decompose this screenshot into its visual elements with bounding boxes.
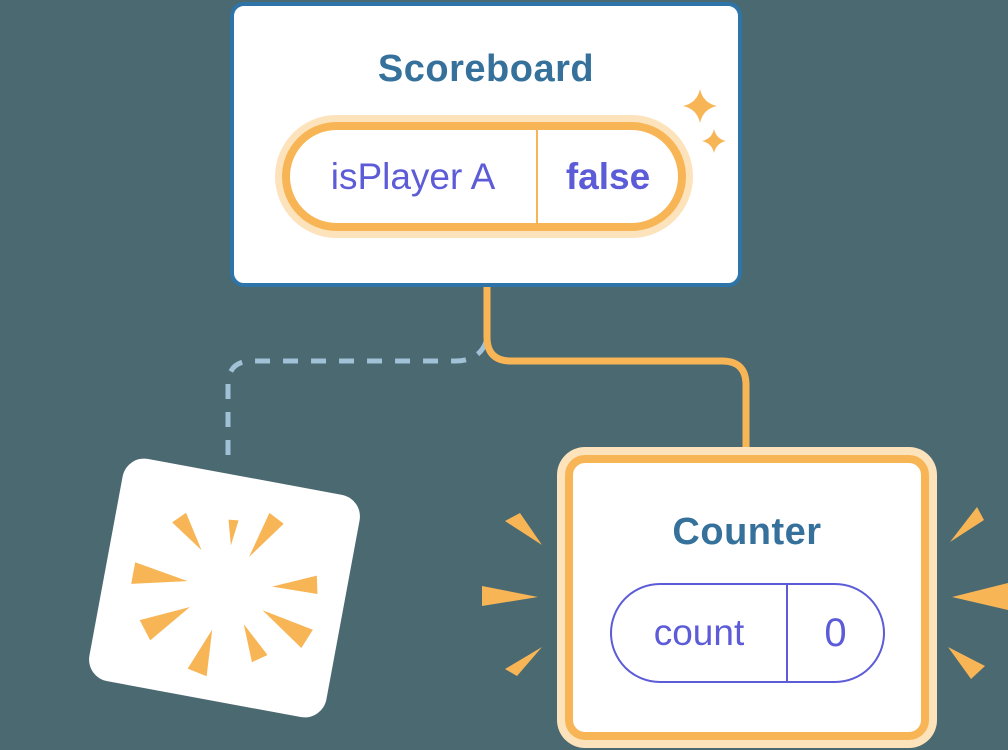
emphasis-spikes-left-icon <box>482 513 542 676</box>
pill-divider <box>786 585 788 681</box>
emphasis-spikes-right-icon <box>948 507 1008 679</box>
state-key-label: isPlayer A <box>330 155 496 197</box>
sparkles-icon <box>683 89 726 153</box>
state-value-label: 0 <box>824 610 847 655</box>
state-key-label: count <box>653 612 745 653</box>
dashed-connector-line <box>225 341 489 462</box>
counter-title: Counter <box>672 511 822 553</box>
state-value-label: false <box>565 155 651 197</box>
scoreboard-state-pill: isPlayer A false <box>282 122 686 231</box>
scoreboard-title: Scoreboard <box>377 48 595 90</box>
pill-divider <box>536 130 538 223</box>
destroyed-component-poof-icon <box>85 454 364 722</box>
counter-state-pill: count 0 <box>610 583 885 683</box>
counter-component-card: Counter count 0 <box>565 455 929 740</box>
orange-connector-line <box>483 284 750 460</box>
scoreboard-component-card: Scoreboard isPlayer A false <box>230 2 742 287</box>
